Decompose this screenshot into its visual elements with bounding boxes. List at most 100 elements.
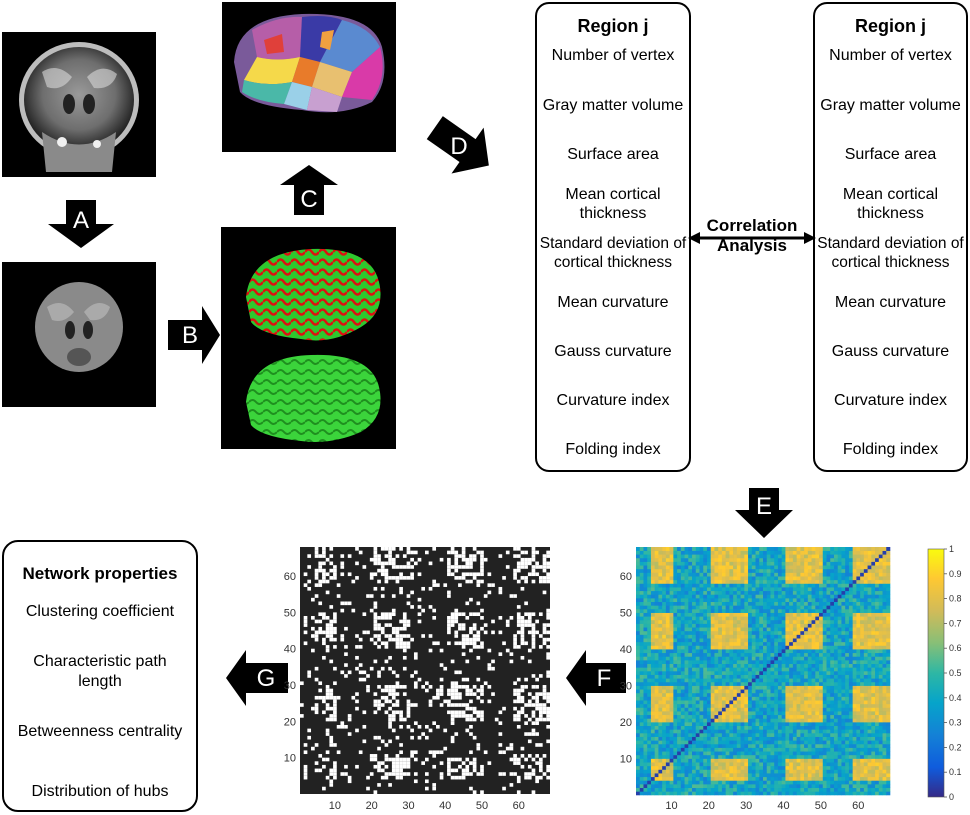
corr-cell <box>695 674 700 679</box>
corr-cell <box>763 590 768 595</box>
corr-cell <box>878 751 883 756</box>
corr-cell <box>688 765 693 770</box>
corr-cell <box>804 609 809 613</box>
corr-cell <box>886 656 891 661</box>
corr-cell <box>714 656 719 661</box>
binary-cell <box>546 579 550 584</box>
corr-cell <box>699 630 704 635</box>
corr-cell <box>837 743 842 748</box>
corr-cell <box>882 711 887 716</box>
corr-cell <box>665 725 670 730</box>
corr-cell <box>789 630 794 635</box>
corr-cell <box>688 700 693 705</box>
corr-cell <box>875 758 880 763</box>
corr-cell <box>740 784 745 789</box>
corr-cell <box>860 689 865 694</box>
corr-cell <box>639 747 644 752</box>
corr-cell <box>703 634 708 639</box>
corr-cell <box>792 649 797 654</box>
corr-cell <box>766 685 771 690</box>
corr-cell <box>662 747 667 752</box>
corr-cell <box>665 754 670 759</box>
binary-cell <box>527 557 532 562</box>
corr-cell <box>856 594 861 599</box>
binary-cell <box>417 735 422 740</box>
binary-cell <box>307 586 312 591</box>
corr-cell <box>751 601 756 606</box>
corr-cell <box>763 627 768 632</box>
corr-cell <box>770 765 775 770</box>
corr-cell <box>706 619 712 624</box>
binary-cell <box>447 561 451 566</box>
binary-cell <box>314 703 319 707</box>
corr-cell <box>886 660 891 665</box>
corr-cell <box>848 765 853 770</box>
corr-cell <box>688 667 693 672</box>
binary-cell <box>388 616 392 620</box>
corr-cell <box>867 714 872 719</box>
binary-cell <box>513 706 517 711</box>
corr-cell <box>863 707 868 712</box>
binary-cell <box>458 692 462 696</box>
corr-cell <box>822 590 827 595</box>
corr-cell <box>636 601 641 606</box>
corr-cell <box>658 689 663 694</box>
corr-cell <box>636 736 641 741</box>
corr-cell <box>695 707 700 712</box>
binary-cell <box>498 743 503 747</box>
binary-cell <box>413 655 418 660</box>
corr-cell <box>785 594 790 599</box>
corr-cell <box>718 711 723 716</box>
corr-cell <box>789 667 794 672</box>
corr-cell <box>882 776 887 781</box>
corr-cell <box>863 787 868 792</box>
corr-cell <box>815 707 820 712</box>
binary-cell <box>513 772 517 776</box>
corr-cell <box>680 605 685 610</box>
corr-cell <box>830 605 835 610</box>
corr-cell <box>733 773 738 778</box>
corr-cell <box>695 773 700 778</box>
corr-cell <box>777 652 782 657</box>
corr-cell <box>699 729 704 734</box>
corr-cell <box>684 652 689 657</box>
binary-cell <box>439 692 444 696</box>
corr-cell <box>733 663 738 668</box>
corr-cell <box>796 703 801 708</box>
corr-cell <box>830 594 835 599</box>
corr-cell <box>785 641 790 646</box>
corr-cell <box>688 689 693 694</box>
corr-cell <box>770 769 775 774</box>
corr-cell <box>841 743 846 748</box>
corr-cell <box>684 674 689 679</box>
corr-cell <box>680 776 685 781</box>
corr-cell <box>714 711 719 716</box>
binary-cell <box>329 717 334 722</box>
corr-cell <box>718 660 723 665</box>
corr-cell <box>677 758 682 763</box>
corr-cell <box>692 667 697 672</box>
corr-cell <box>688 678 693 683</box>
corr-cell <box>706 609 712 613</box>
binary-cell <box>509 743 514 747</box>
corr-cell <box>688 627 693 632</box>
binary-cell <box>329 659 334 664</box>
corr-cell <box>665 685 670 690</box>
correlation-line2: Analysis <box>717 236 787 255</box>
corr-cell <box>848 674 853 679</box>
corr-cell <box>706 681 712 686</box>
corr-cell <box>800 736 805 741</box>
corr-cell <box>792 685 797 690</box>
binary-cell <box>399 634 403 638</box>
corr-cell <box>863 740 868 745</box>
corr-cell <box>792 674 797 679</box>
binary-cell <box>461 576 466 580</box>
corr-cell <box>748 769 753 774</box>
corr-cell <box>695 627 700 632</box>
corr-cell <box>684 641 689 646</box>
corr-cell <box>654 707 659 712</box>
corr-cell <box>871 729 876 734</box>
corr-cell <box>706 685 712 690</box>
corr-cell <box>766 634 771 639</box>
